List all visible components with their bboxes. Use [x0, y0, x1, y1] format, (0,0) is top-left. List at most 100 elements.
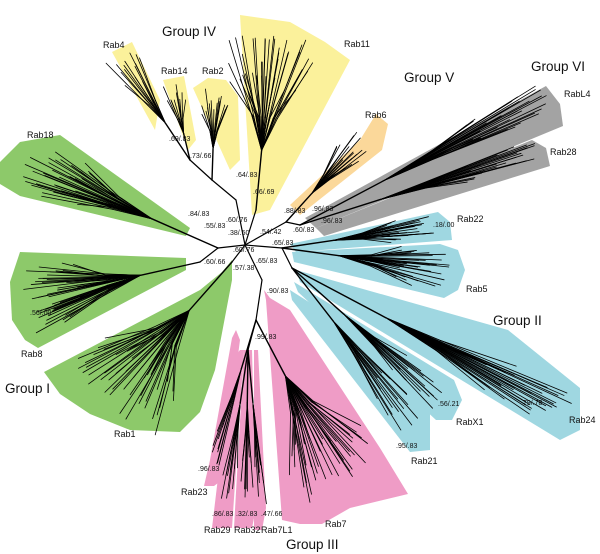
tree-branch: [437, 345, 547, 407]
tree-branch: [291, 267, 345, 315]
tree-branch: [79, 284, 109, 298]
tree-branch: [60, 159, 119, 199]
clade-label-rab4: Rab4: [103, 40, 125, 50]
tree-branch: [170, 100, 180, 120]
tree-branch: [371, 246, 402, 256]
tree-branch: [252, 72, 261, 118]
tree-branch: [164, 122, 191, 161]
wedge-rab5: [292, 244, 465, 298]
tree-branch: [328, 151, 367, 181]
tree-branch: [228, 40, 253, 117]
support-value: .96/.83: [321, 218, 343, 225]
tree-branch: [255, 319, 287, 377]
tree-branch: [135, 63, 155, 102]
tree-branch: [215, 95, 222, 132]
tree-branch: [78, 327, 156, 369]
wedge-rab7l1: [254, 350, 266, 530]
group-label-vi: Group VI: [531, 59, 585, 74]
tree-branch: [437, 346, 514, 391]
tree-branch: [240, 431, 246, 482]
tree-branch: [173, 99, 181, 120]
tree-branch: [370, 257, 450, 266]
tree-branch: [370, 262, 445, 281]
tree-branch: [436, 347, 530, 405]
tree-branch: [256, 75, 262, 118]
tree-branch: [199, 247, 219, 263]
tree-branch: [105, 273, 141, 276]
tree-branch: [359, 347, 408, 395]
tree-branch: [29, 157, 117, 202]
tree-branch: [362, 228, 418, 237]
tree-branch: [425, 172, 479, 187]
tree-branch: [309, 402, 366, 464]
group-label-iv: Group IV: [162, 24, 216, 39]
tree-branch: [237, 431, 239, 469]
tree-branch: [264, 35, 275, 118]
group-labels: Group IV Group V Group VI Group II Group…: [5, 24, 585, 552]
tree-branch: [424, 143, 536, 184]
tree-branch: [355, 350, 378, 379]
tree-branch: [431, 119, 510, 158]
tree-branch: [438, 343, 526, 386]
tree-branches: [23, 35, 572, 505]
tree-branch: [166, 100, 179, 121]
tree-branch: [254, 431, 259, 497]
tree-branch: [343, 313, 371, 343]
tree-branch: [254, 431, 260, 480]
tree-branch: [292, 411, 312, 495]
tree-branch: [272, 51, 301, 119]
tree-branch: [432, 129, 508, 160]
tree-branch: [326, 152, 354, 179]
tree-branch: [62, 290, 110, 321]
tree-branch: [152, 345, 176, 420]
tree-branch: [380, 187, 427, 200]
tree-branch: [371, 339, 438, 401]
support-value: .56/.00: [30, 310, 52, 317]
tree-branch: [216, 396, 235, 465]
tree-branch: [262, 38, 266, 118]
tree-branch: [211, 179, 237, 201]
tree-branch: [177, 309, 190, 349]
tree-branch: [255, 279, 263, 321]
tree-branch: [369, 265, 412, 286]
tree-branch: [55, 159, 118, 200]
tree-branch: [362, 238, 401, 240]
tree-branch: [435, 348, 532, 409]
tree-branch: [134, 65, 154, 103]
wedge-rab4: [112, 42, 160, 130]
clade-label-rab8: Rab8: [21, 349, 43, 359]
tree-branch: [212, 395, 233, 453]
tree-branch: [57, 281, 108, 291]
tree-branch: [327, 149, 363, 180]
tree-branch: [54, 184, 115, 206]
tree-branch: [354, 351, 399, 412]
tree-branch: [188, 261, 233, 311]
clade-label-rab18: Rab18: [27, 130, 54, 140]
tree-branch: [123, 337, 167, 390]
tree-branch: [173, 346, 177, 402]
tree-branch: [425, 163, 497, 186]
tree-branch: [291, 267, 387, 319]
tree-branch: [269, 52, 289, 119]
tree-branch: [432, 126, 516, 160]
tree-branch: [362, 221, 421, 235]
tree-branch: [227, 431, 236, 476]
tree-branch: [370, 260, 404, 267]
tree-branch: [146, 339, 169, 376]
clade-label-rab1: Rab1: [114, 429, 136, 439]
tree-branch: [252, 402, 255, 433]
tree-branch: [355, 350, 413, 426]
tree-branch: [357, 349, 409, 405]
clade-label-rab23: Rab23: [181, 487, 208, 497]
tree-branch: [352, 352, 402, 431]
clade-label-rab11: Rab11: [344, 39, 370, 49]
tree-branch: [299, 198, 382, 226]
tree-branch: [258, 116, 263, 151]
tree-branch: [362, 238, 392, 243]
tree-branch: [208, 103, 213, 132]
tree-branch: [301, 406, 339, 477]
tree-branch: [309, 402, 354, 439]
tree-branch: [425, 162, 517, 188]
support-value: .18/.00: [433, 222, 455, 229]
wedge-rab21: [290, 290, 430, 452]
